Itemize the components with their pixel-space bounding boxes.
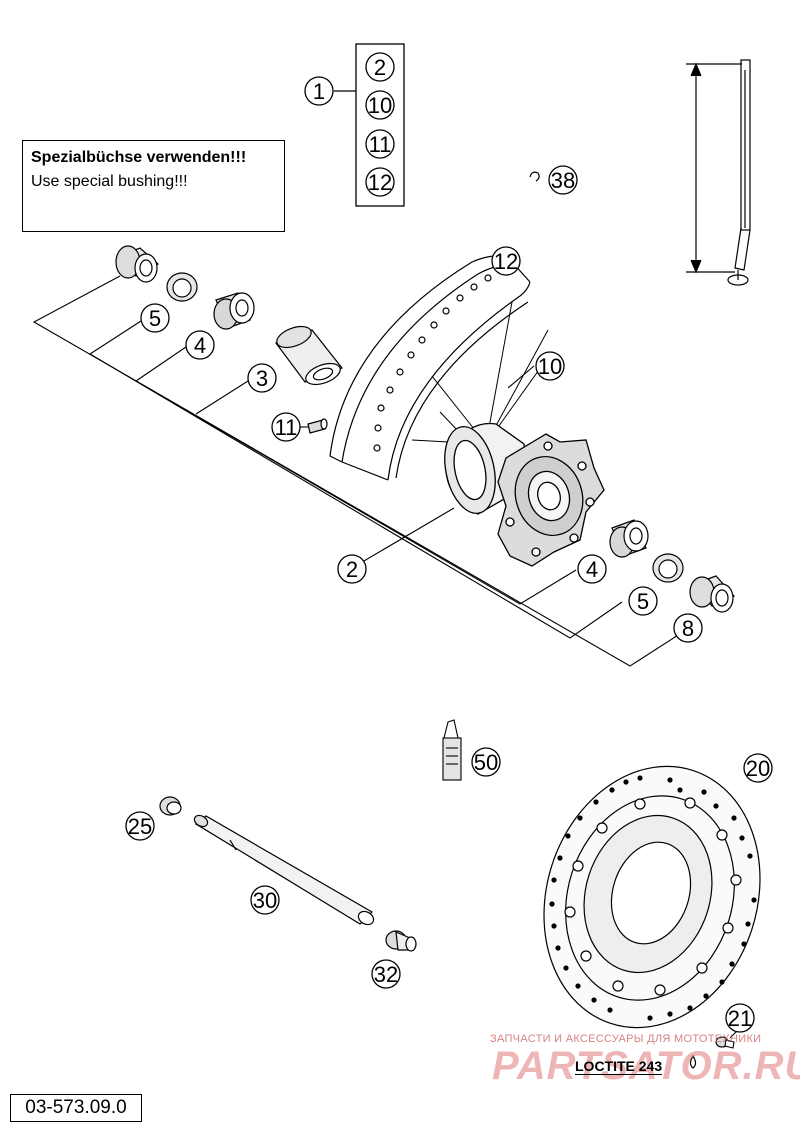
set-group: 1 2 10 11 12 <box>304 43 405 207</box>
svg-text:8: 8 <box>682 616 694 641</box>
set-item-10[interactable]: 10 <box>365 90 395 120</box>
special-bushing-note: Spezialbüchse verwenden!!! Use special b… <box>22 140 285 232</box>
watermark-brand: PARTSATOR.RU <box>492 1044 800 1088</box>
callout-3[interactable]: 3 <box>247 363 277 393</box>
callout-5-left[interactable]: 5 <box>140 303 170 333</box>
bushing-right-part <box>689 575 735 613</box>
axle-nut-part <box>159 796 182 816</box>
hub-part <box>444 422 605 567</box>
svg-text:32: 32 <box>374 962 398 987</box>
svg-text:21: 21 <box>728 1006 752 1031</box>
note-english: Use special bushing!!! <box>31 173 188 190</box>
note-german: Spezialbüchse verwenden!!! <box>31 149 247 166</box>
callout-21[interactable]: 21 <box>725 1003 755 1033</box>
svg-text:10: 10 <box>538 354 562 379</box>
bearing-left-part <box>213 292 255 330</box>
callout-5-right[interactable]: 5 <box>628 586 658 616</box>
callout-12[interactable]: 12 <box>491 246 521 276</box>
bearing-right-part <box>609 519 649 558</box>
set-item-2[interactable]: 2 <box>365 52 395 82</box>
callout-38[interactable]: 38 <box>548 165 578 195</box>
callout-8[interactable]: 8 <box>673 613 703 643</box>
svg-text:12: 12 <box>368 170 392 195</box>
callout-4-right[interactable]: 4 <box>577 554 607 584</box>
loctite-label: LOCTITE 243 <box>575 1058 663 1075</box>
callout-2[interactable]: 2 <box>337 554 367 584</box>
svg-text:2: 2 <box>346 557 358 582</box>
spoke-drawing <box>686 59 751 286</box>
callout-1[interactable]: 1 <box>304 76 334 106</box>
svg-text:3: 3 <box>256 366 268 391</box>
watermark-caption: ЗАПЧАСТИ И АКСЕССУАРЫ ДЛЯ МОТОТЕХНИКИ <box>490 1033 762 1045</box>
seal-left-part <box>166 272 198 302</box>
svg-text:5: 5 <box>637 589 649 614</box>
svg-text:5: 5 <box>149 306 161 331</box>
callout-32[interactable]: 32 <box>371 959 401 989</box>
bushing-left-part <box>115 245 160 283</box>
spacer-tube-part <box>275 325 343 386</box>
brake-disc-part <box>543 765 761 1029</box>
svg-text:2: 2 <box>374 55 386 80</box>
seal-right-part <box>652 553 684 583</box>
svg-text:1: 1 <box>313 79 325 104</box>
axle-screw-part <box>385 930 417 952</box>
set-item-12[interactable]: 12 <box>365 167 395 197</box>
set-item-11[interactable]: 11 <box>365 129 395 159</box>
svg-text:25: 25 <box>128 814 152 839</box>
svg-text:11: 11 <box>369 132 392 157</box>
svg-text:4: 4 <box>194 333 206 358</box>
svg-text:12: 12 <box>494 249 518 274</box>
nipple-part <box>529 171 540 182</box>
axle-part <box>193 814 375 926</box>
svg-text:30: 30 <box>253 888 277 913</box>
loctite-drop-icon <box>689 1054 697 1069</box>
svg-text:4: 4 <box>586 557 598 582</box>
callout-50[interactable]: 50 <box>471 747 501 777</box>
callout-20[interactable]: 20 <box>743 753 773 783</box>
callout-25[interactable]: 25 <box>125 811 155 841</box>
svg-text:38: 38 <box>551 168 575 193</box>
svg-text:20: 20 <box>746 756 770 781</box>
valve-part <box>307 418 328 434</box>
svg-text:11: 11 <box>275 415 298 440</box>
svg-text:10: 10 <box>368 93 392 118</box>
callout-30[interactable]: 30 <box>250 885 280 915</box>
loctite-bottle-part <box>442 719 462 781</box>
callout-4-left[interactable]: 4 <box>185 330 215 360</box>
svg-text:50: 50 <box>474 750 498 775</box>
drawing-part-number: 03-573.09.0 <box>10 1094 142 1122</box>
callout-11[interactable]: 11 <box>271 412 301 442</box>
callout-10[interactable]: 10 <box>535 351 565 381</box>
